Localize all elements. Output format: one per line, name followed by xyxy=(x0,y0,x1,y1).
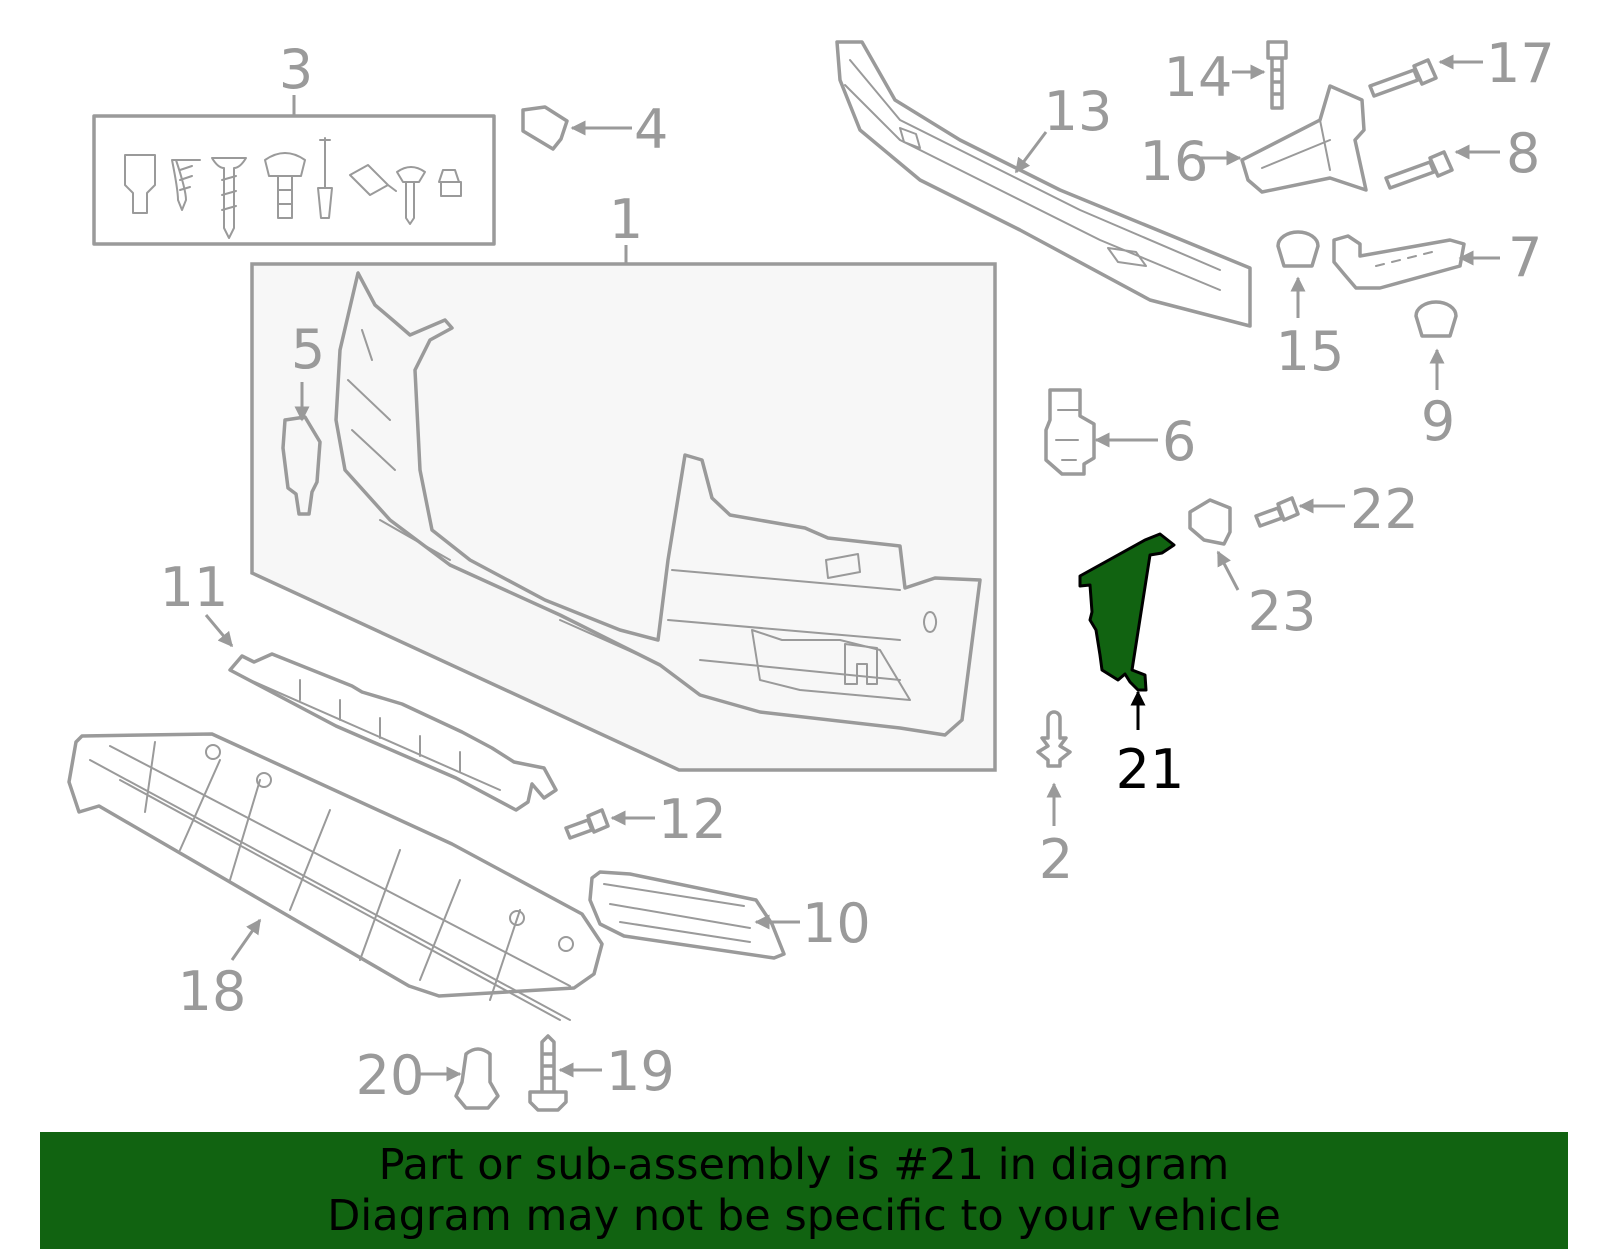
part-7-bracket[interactable] xyxy=(1332,234,1500,290)
part-1-bumper-cover[interactable] xyxy=(250,245,997,772)
part-17-bolt[interactable] xyxy=(1368,54,1483,98)
callout-19: 19 xyxy=(606,1040,675,1103)
part-21-bracket-highlighted[interactable] xyxy=(1078,532,1176,730)
part-20-clip[interactable] xyxy=(418,1047,500,1110)
part-10-grille-cover[interactable] xyxy=(588,870,800,960)
callout-8: 8 xyxy=(1506,122,1540,185)
callout-18: 18 xyxy=(178,960,247,1023)
part-23-clip[interactable] xyxy=(1188,498,1240,591)
callout-22: 22 xyxy=(1350,478,1419,541)
info-banner: Part or sub-assembly is #21 in diagram D… xyxy=(40,1132,1568,1249)
callout-13: 13 xyxy=(1044,80,1113,143)
callout-14: 14 xyxy=(1164,46,1233,109)
callout-9: 9 xyxy=(1421,390,1455,453)
callout-3: 3 xyxy=(279,38,313,101)
callout-20: 20 xyxy=(356,1044,425,1107)
callout-5: 5 xyxy=(291,318,325,381)
part-12-screw[interactable] xyxy=(564,808,655,840)
part-6-guide[interactable] xyxy=(1044,388,1158,476)
callout-15: 15 xyxy=(1276,320,1345,383)
banner-line-2: Diagram may not be specific to your vehi… xyxy=(327,1190,1281,1241)
callout-6: 6 xyxy=(1162,410,1196,473)
callout-7: 7 xyxy=(1508,226,1542,289)
part-14-bolt[interactable] xyxy=(1232,40,1288,110)
part-19-bolt[interactable] xyxy=(528,1034,602,1112)
callout-10: 10 xyxy=(802,892,871,955)
callout-12: 12 xyxy=(658,788,727,851)
callout-17: 17 xyxy=(1486,32,1555,95)
part-9-nut[interactable] xyxy=(1414,300,1458,390)
part-22-bolt[interactable] xyxy=(1254,496,1345,528)
part-16-bracket[interactable] xyxy=(1195,84,1368,194)
part-4-clip[interactable] xyxy=(521,105,632,151)
callout-16: 16 xyxy=(1140,130,1209,193)
part-5-tow-cover[interactable] xyxy=(281,382,322,516)
callout-21: 21 xyxy=(1116,738,1185,801)
callout-23: 23 xyxy=(1248,580,1317,643)
callout-1: 1 xyxy=(609,188,643,251)
callout-11: 11 xyxy=(160,556,229,619)
part-11-trim-strip[interactable] xyxy=(204,614,558,812)
callout-2: 2 xyxy=(1039,828,1073,891)
banner-line-1: Part or sub-assembly is #21 in diagram xyxy=(378,1139,1230,1190)
callout-4: 4 xyxy=(634,98,668,161)
part-8-bolt[interactable] xyxy=(1384,144,1500,190)
part-3-hardware-kit[interactable] xyxy=(92,95,496,246)
part-18-splash-shield[interactable] xyxy=(67,732,604,1021)
part-2-fastener[interactable] xyxy=(1036,710,1072,826)
part-13-reinforcement-bar[interactable] xyxy=(835,40,1252,328)
part-15-nut[interactable] xyxy=(1276,230,1320,318)
